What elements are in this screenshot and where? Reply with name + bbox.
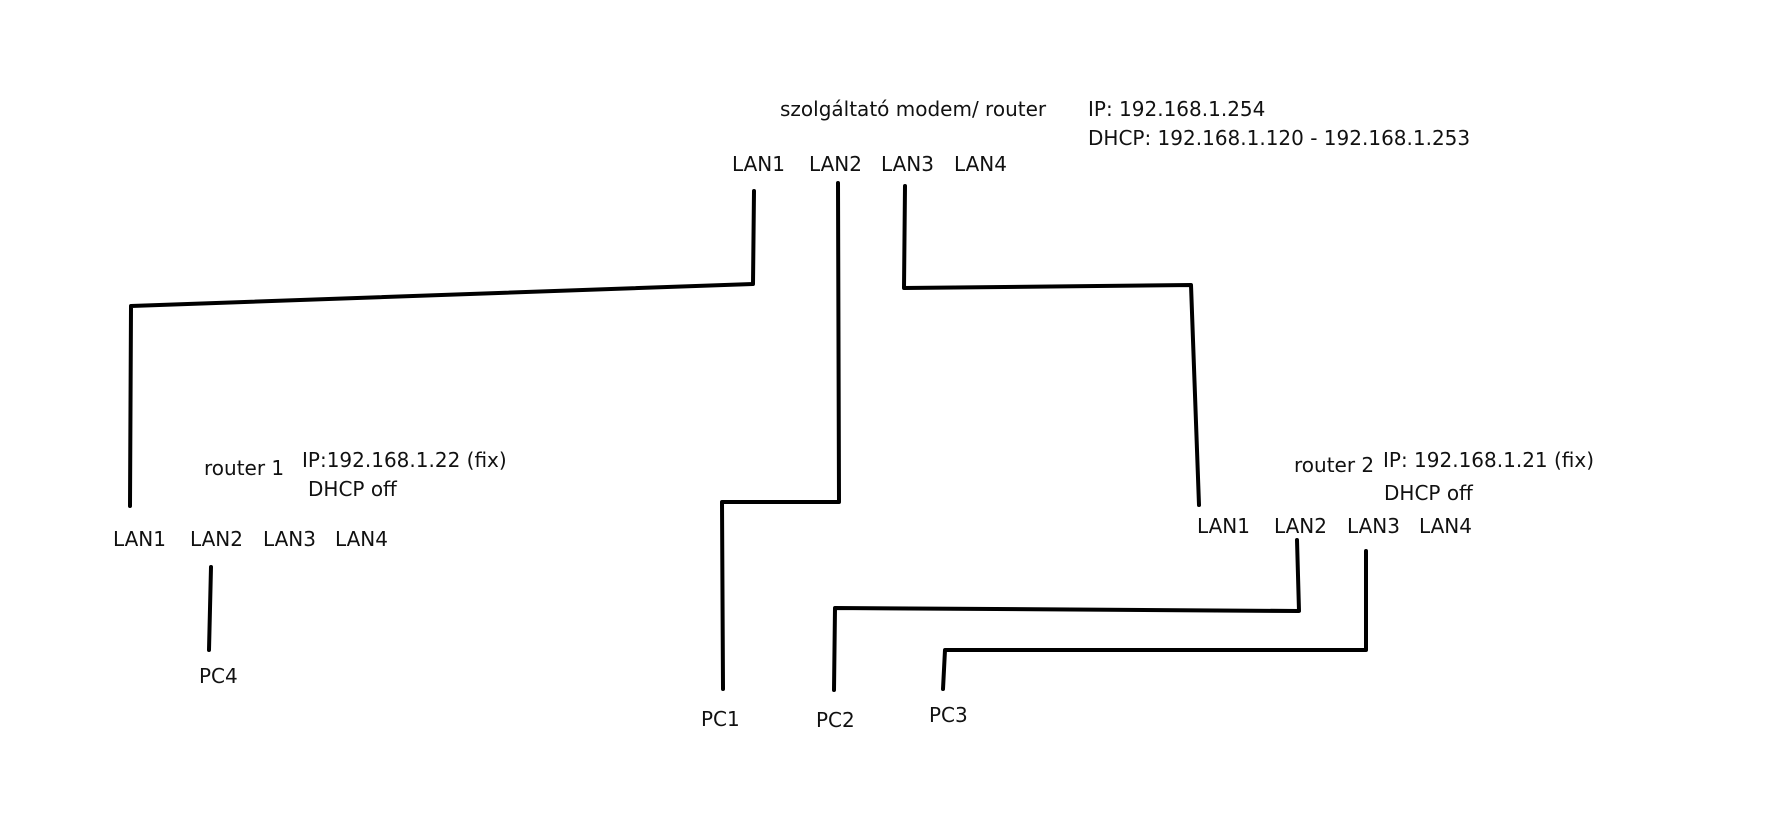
modem-port-lan2: LAN2 — [809, 152, 862, 176]
router1-port-lan4: LAN4 — [335, 527, 388, 551]
router1-ip: IP:192.168.1.22 (fix) — [302, 448, 507, 472]
router2-ip: IP: 192.168.1.21 (fix) — [1383, 448, 1595, 472]
modem-port-lan1: LAN1 — [732, 152, 785, 176]
modem-dhcp: DHCP: 192.168.1.120 - 192.168.1.253 — [1088, 126, 1471, 150]
pc1-label: PC1 — [701, 707, 740, 731]
modem-ip: IP: 192.168.1.254 — [1088, 97, 1266, 121]
pc4-label: PC4 — [199, 664, 238, 688]
link-modem-lan1-router1-lan1 — [128, 189, 756, 508]
router2-port-lan4: LAN4 — [1419, 514, 1472, 538]
link-router1-lan2-pc4 — [207, 565, 213, 652]
router1-dhcp: DHCP off — [308, 477, 397, 501]
link-router2-lan2-pc2 — [832, 538, 1301, 692]
router1-port-lan1: LAN1 — [113, 527, 166, 551]
link-modem-lan2-pc1 — [720, 181, 841, 691]
router2-port-lan3: LAN3 — [1347, 514, 1400, 538]
router1-port-lan2: LAN2 — [190, 527, 243, 551]
modem-port-lan3: LAN3 — [881, 152, 934, 176]
router2-port-lan1: LAN1 — [1197, 514, 1250, 538]
router1-port-lan3: LAN3 — [263, 527, 316, 551]
router1-name: router 1 — [204, 456, 285, 480]
pc2-label: PC2 — [816, 708, 855, 732]
modem-port-lan4: LAN4 — [954, 152, 1007, 176]
router2-dhcp: DHCP off — [1384, 481, 1473, 505]
link-router2-lan3-pc3 — [941, 549, 1368, 691]
router2-port-lan2: LAN2 — [1274, 514, 1327, 538]
link-modem-lan3-router2-lan1 — [902, 184, 1201, 507]
router2-name: router 2 — [1294, 453, 1375, 477]
modem-name: szolgáltató modem/ router — [780, 97, 1047, 121]
pc3-label: PC3 — [929, 703, 968, 727]
